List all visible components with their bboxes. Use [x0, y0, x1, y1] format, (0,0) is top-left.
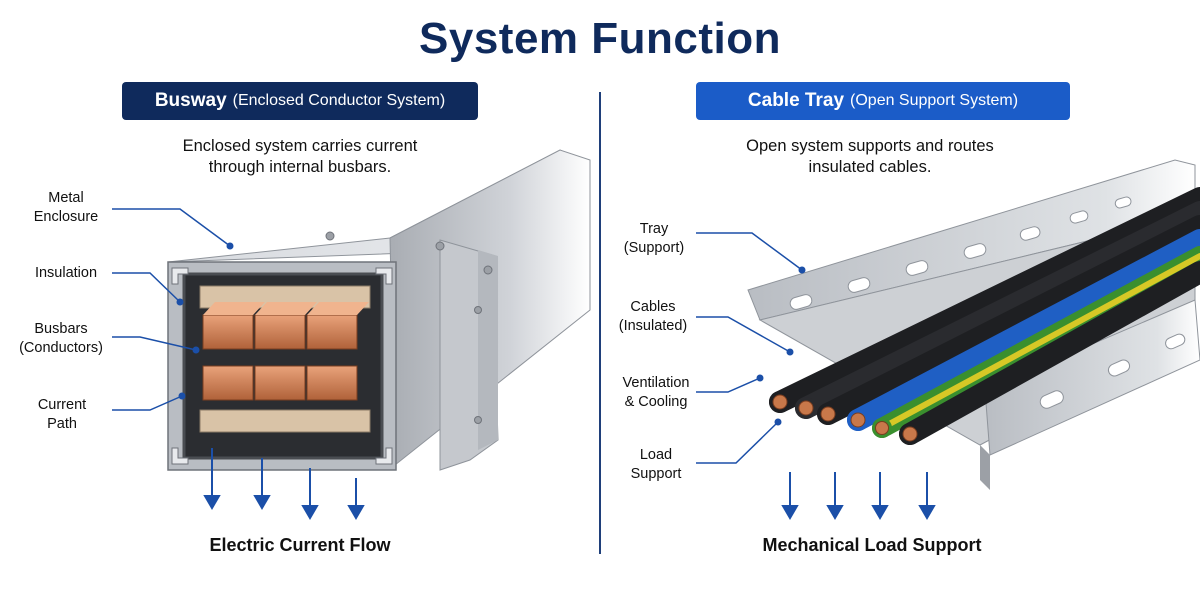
label-tray: Tray (Support) — [614, 220, 694, 258]
busway-footer: Electric Current Flow — [209, 535, 391, 555]
label-current-path-line2: Path — [47, 416, 77, 432]
label-tray-line1: Tray — [639, 221, 669, 237]
page-title: System Function — [419, 14, 781, 63]
label-ventilation-line1: Ventilation — [622, 375, 690, 391]
label-tray-line2: (Support) — [623, 240, 685, 256]
cable-tray-badge-title: Cable Tray — [747, 90, 845, 111]
label-metal-enclosure-line1: Metal — [48, 190, 84, 206]
cable-tray-badge: Cable Tray (Open Support System) — [696, 82, 1070, 120]
label-current-path: Current Path — [26, 396, 98, 434]
cable-tray-load-arrows — [781, 472, 936, 520]
cable-tray-description: Open system supports and routes insulate… — [720, 136, 1020, 178]
label-busbars-line2: (Conductors) — [19, 340, 103, 356]
cable-tray-description-line1: Open system supports and routes — [746, 137, 994, 155]
label-insulation: Insulation — [34, 265, 98, 281]
cable-tray-leader-lines — [696, 232, 803, 464]
label-current-path-line1: Current — [37, 397, 87, 413]
label-load-support-line2: Support — [630, 466, 682, 482]
busway-leader-dots — [176, 242, 234, 400]
center-divider — [599, 92, 601, 554]
cable-tray-badge-subtitle: (Open Support System) — [850, 92, 1019, 109]
label-load-support-line1: Load — [639, 447, 673, 463]
label-load-support: Load Support — [618, 446, 694, 484]
cable-ends — [769, 391, 921, 445]
busway-current-arrows — [203, 448, 365, 520]
label-cables: Cables (Insulated) — [610, 298, 696, 336]
label-ventilation: Ventilation & Cooling — [610, 374, 702, 412]
label-ventilation-line2: & Cooling — [624, 394, 688, 410]
busway-illustration — [167, 149, 591, 471]
label-cables-line2: (Insulated) — [618, 318, 688, 334]
cable-tray-footer: Mechanical Load Support — [762, 535, 982, 555]
label-busbars: Busbars (Conductors) — [12, 320, 110, 358]
cable-tray-leader-dots — [756, 266, 806, 426]
busway-description-line2: through internal busbars. — [208, 158, 392, 176]
cable-tray-illustration — [747, 159, 1200, 490]
busway-description: Enclosed system carries current through … — [150, 136, 450, 178]
label-metal-enclosure: Metal Enclosure — [26, 189, 106, 227]
label-cables-line1: Cables — [630, 299, 676, 315]
cables — [769, 187, 1200, 445]
busway-description-line1: Enclosed system carries current — [182, 137, 418, 155]
busway-badge-subtitle: (Enclosed Conductor System) — [232, 92, 446, 109]
label-busbars-line1: Busbars — [34, 321, 88, 337]
cable-tray-description-line2: insulated cables. — [808, 158, 932, 176]
busway-leader-lines — [112, 208, 231, 411]
busway-badge: Busway (Enclosed Conductor System) — [122, 82, 478, 120]
busway-badge-title: Busway — [154, 90, 227, 111]
label-metal-enclosure-line2: Enclosure — [33, 209, 99, 225]
